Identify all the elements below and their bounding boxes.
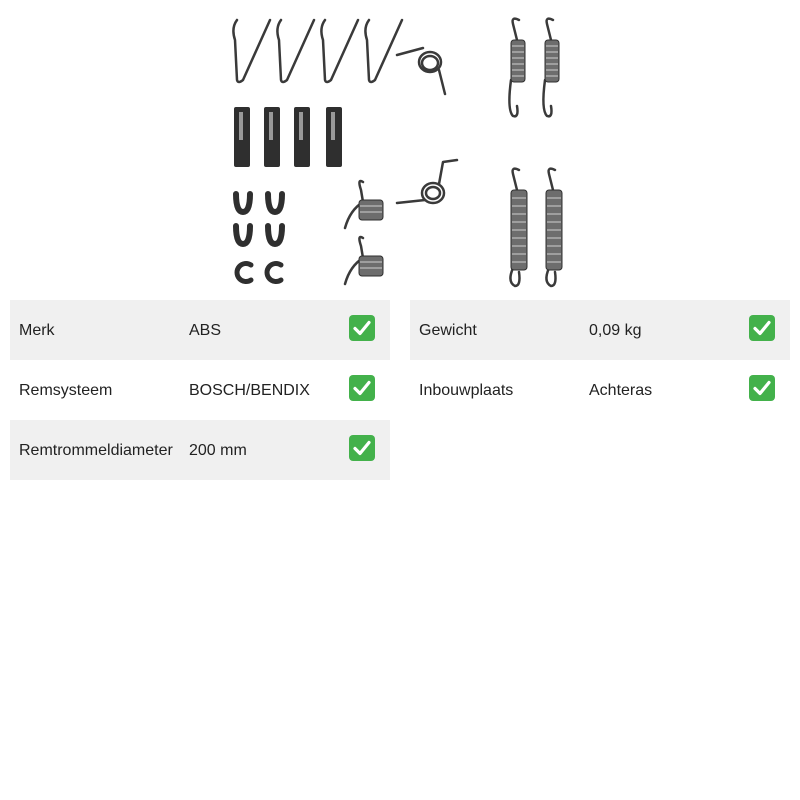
spec-value: 0,09 kg: [589, 322, 642, 339]
spec-row: Remtrommeldiameter 200 mm: [10, 420, 390, 480]
spec-row: Remsysteem BOSCH/BENDIX: [10, 360, 390, 420]
hook-rods: [232, 18, 404, 84]
torsion-spring-middle: [395, 158, 459, 205]
tension-springs-top: [508, 17, 555, 118]
spec-label: Remsysteem: [19, 382, 113, 399]
spec-value: BOSCH/BENDIX: [189, 382, 310, 399]
spec-label: Gewicht: [419, 322, 477, 339]
check-mark-icon: [749, 315, 775, 341]
check-mark-icon: [349, 435, 375, 461]
spec-value: 200 mm: [189, 442, 247, 459]
torsion-spring-top: [395, 46, 447, 96]
spec-row: Merk ABS: [10, 300, 390, 360]
spec-label: Merk: [19, 322, 55, 339]
spec-row: Gewicht 0,09 kg: [410, 300, 790, 360]
spring-coil-lines: [360, 45, 561, 269]
u-clips: [233, 191, 285, 248]
spec-value: Achteras: [589, 382, 653, 399]
spec-value: ABS: [189, 322, 222, 339]
spec-table-left: Merk ABS Remsysteem BOSCH/BENDIX Remtrom…: [10, 300, 390, 480]
spec-row: Inbouwplaats Achteras: [410, 360, 790, 420]
c-clips: [234, 261, 284, 284]
retaining-pins: [234, 107, 342, 167]
spec-label: Remtrommeldiameter: [19, 442, 173, 459]
check-mark-icon: [349, 315, 375, 341]
product-image: [232, 17, 563, 288]
spec-label: Inbouwplaats: [419, 382, 514, 399]
small-springs: [343, 179, 365, 286]
check-mark-icon: [349, 375, 375, 401]
spec-table-right: Gewicht 0,09 kg Inbouwplaats Achteras: [410, 300, 790, 420]
tension-springs-bottom: [509, 167, 557, 288]
check-mark-icon: [749, 375, 775, 401]
